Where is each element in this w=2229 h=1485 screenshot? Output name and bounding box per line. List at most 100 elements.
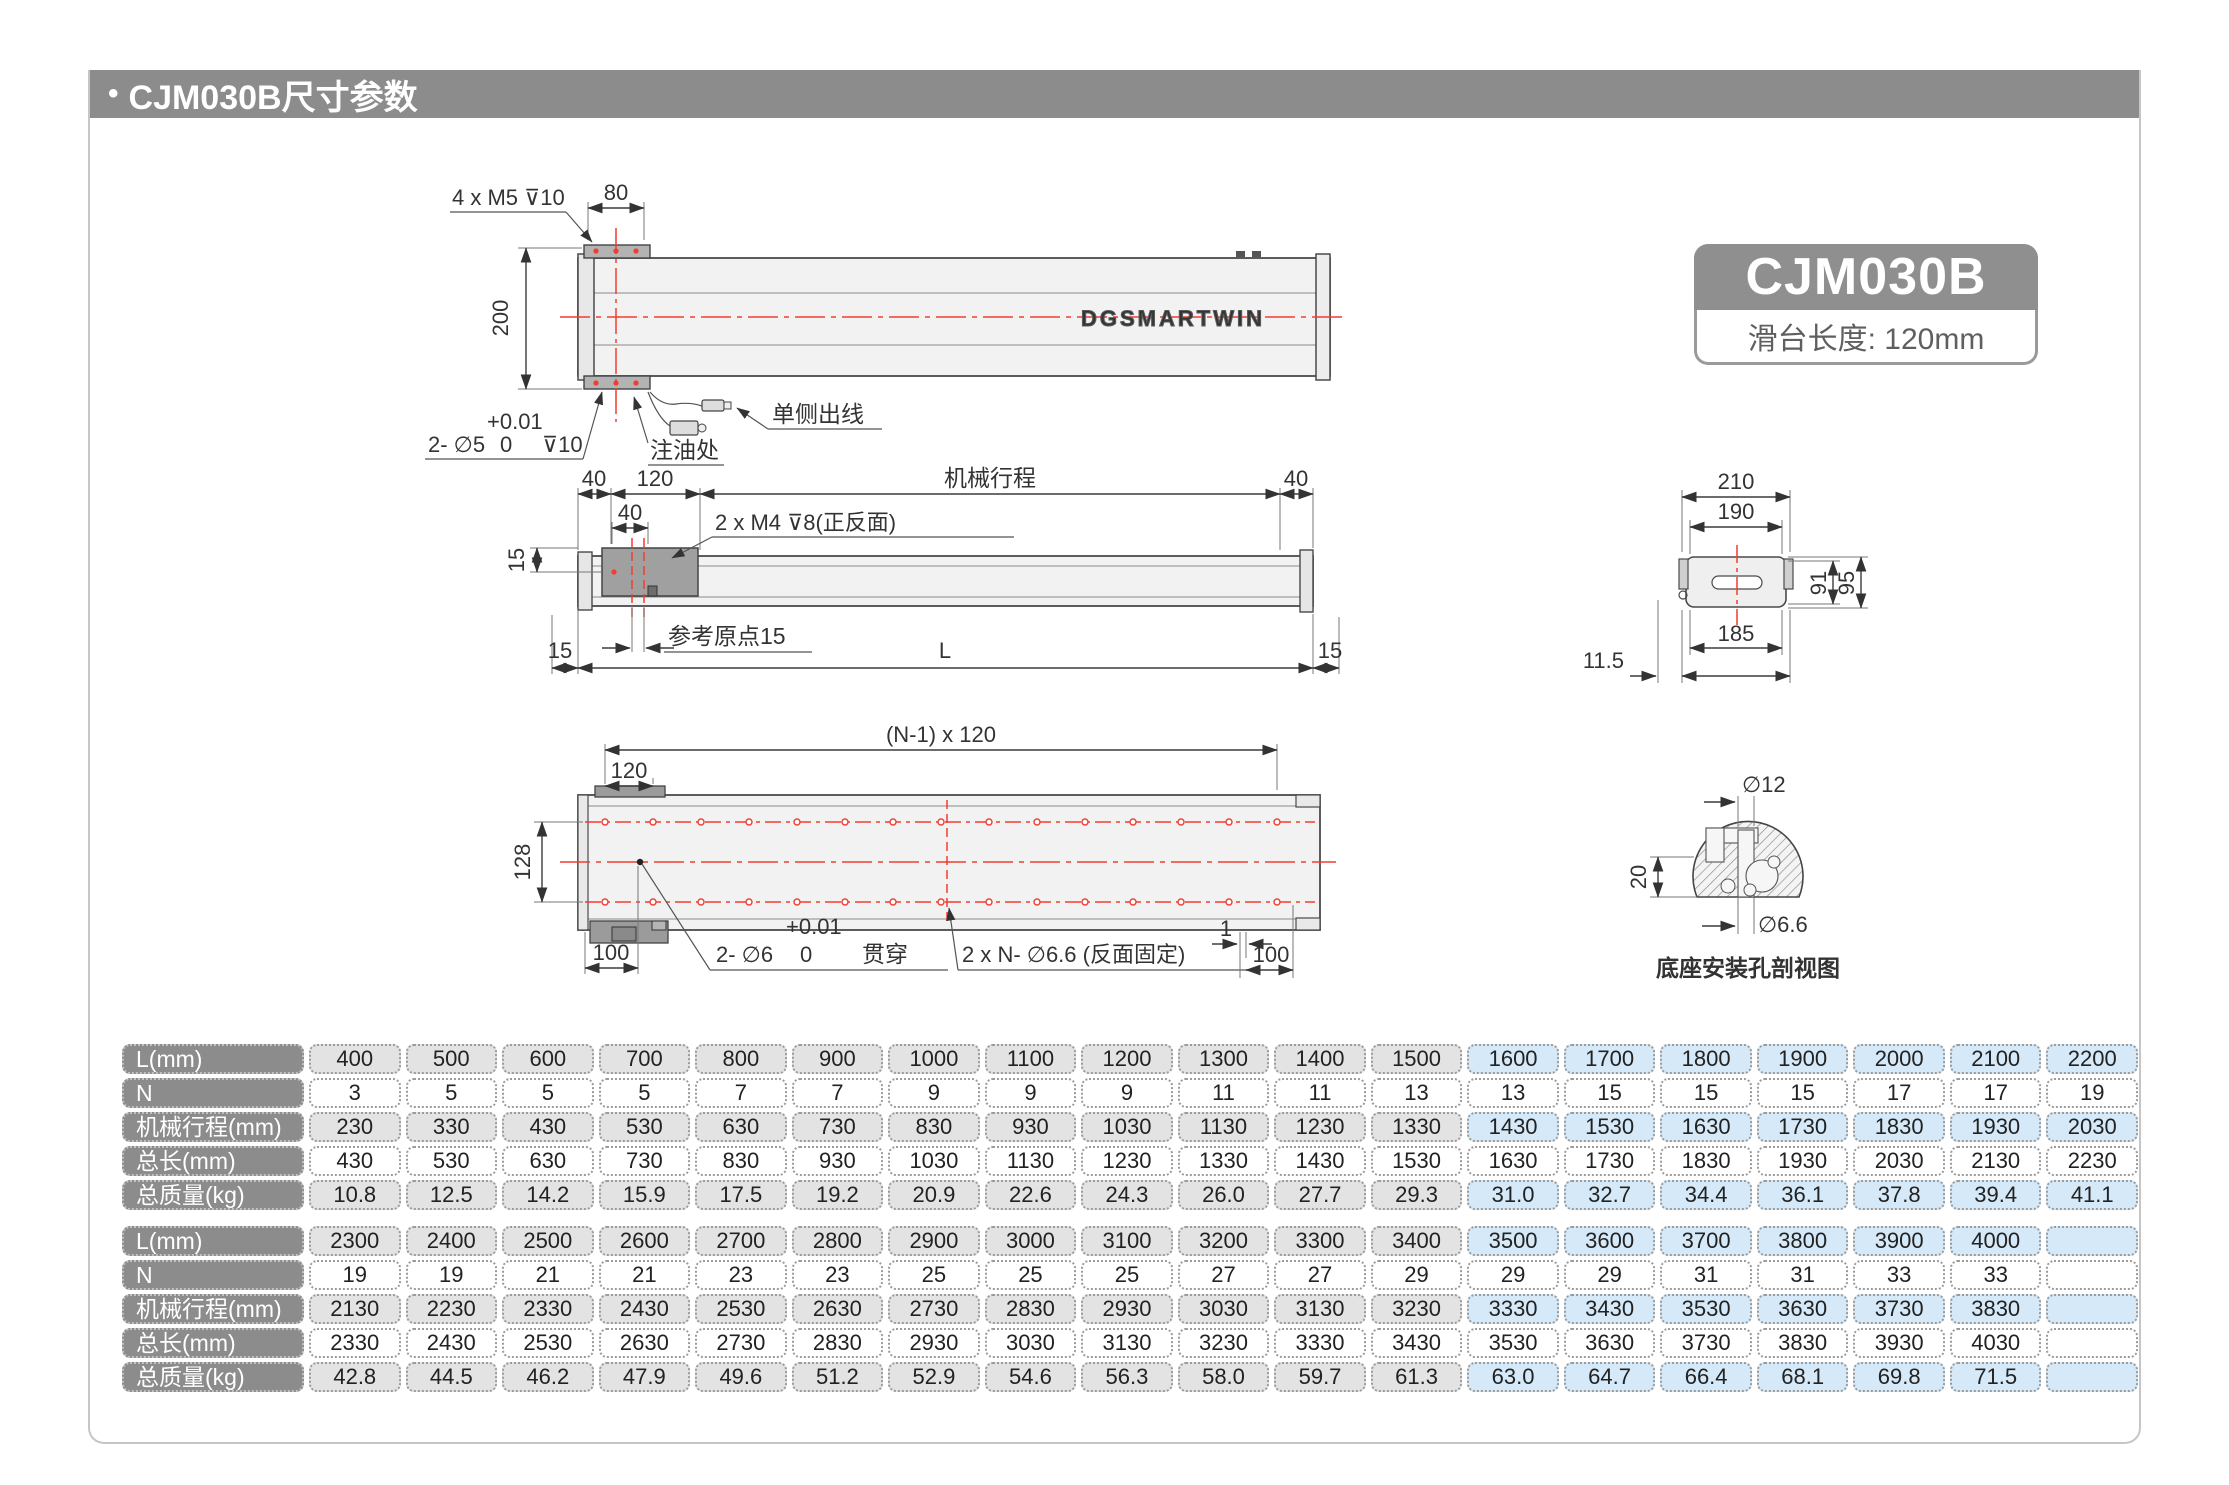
table-cell: 3600: [1563, 1226, 1656, 1256]
table-cell: 51.2: [791, 1362, 884, 1392]
table-cell: 25: [888, 1260, 980, 1290]
table-cell: [2046, 1226, 2138, 1256]
table-cell: 2600: [598, 1226, 691, 1256]
dim-L: L: [939, 638, 951, 663]
stroke-label: 机械行程: [944, 465, 1036, 491]
dim-phi12: ∅12: [1742, 772, 1786, 797]
dim-200: 200: [488, 300, 513, 337]
table-cell: 3630: [1756, 1294, 1849, 1324]
row-header: 总长(mm): [122, 1328, 304, 1358]
table-cell: 1230: [1274, 1112, 1366, 1142]
table-cell: 5: [502, 1078, 594, 1108]
table-cell: 1600: [1467, 1044, 1559, 1074]
table-cell: 2530: [502, 1328, 594, 1358]
table-cell: 3430: [1370, 1328, 1463, 1358]
table-cell: 3330: [1467, 1294, 1559, 1324]
table-cell: 900: [791, 1044, 884, 1074]
table-cell: 11: [1177, 1078, 1270, 1108]
slider-length-label: 滑台长度: 120mm: [1694, 310, 2038, 365]
table-cell: 1330: [1370, 1112, 1463, 1142]
table-cell: 2630: [598, 1328, 691, 1358]
table-cell: 2100: [1949, 1044, 2042, 1074]
table-cell: 3730: [1853, 1294, 1945, 1324]
table-cell: 2800: [791, 1226, 884, 1256]
table-cell: 7: [791, 1078, 884, 1108]
table-cell: 1830: [1853, 1112, 1945, 1142]
fix-holes-note: 2 x N- ∅6.6 (反面固定): [962, 942, 1185, 967]
tolerance-note: +0.01: [487, 409, 543, 434]
bottom-view-drawing: (N-1) x 120 120 128 100 2- ∅6 0 +0.01 贯穿…: [510, 722, 1336, 978]
table-cell: 600: [502, 1044, 594, 1074]
page-title: CJM030B尺寸参数: [128, 78, 418, 117]
table-cell: 1630: [1660, 1112, 1752, 1142]
table-cell: 1000: [888, 1044, 980, 1074]
table-cell: 17.5: [695, 1180, 787, 1210]
detail-caption: 底座安装孔剖视图: [1656, 955, 1840, 981]
table-cell: [2046, 1362, 2138, 1392]
table-cell: 700: [598, 1044, 691, 1074]
table-cell: 2700: [695, 1226, 787, 1256]
table-cell: 3200: [1177, 1226, 1270, 1256]
table-cell: 1730: [1756, 1112, 1849, 1142]
row-header: N: [122, 1260, 304, 1290]
dim-210-top: 210: [1718, 469, 1755, 494]
table-cell: 24.3: [1081, 1180, 1173, 1210]
table-cell: 25: [984, 1260, 1077, 1290]
dim-100-left: 100: [593, 940, 630, 965]
table-cell: 7: [695, 1078, 787, 1108]
table-cell: 2030: [2046, 1112, 2138, 1142]
table-cell: 1400: [1274, 1044, 1366, 1074]
table-cell: 800: [695, 1044, 787, 1074]
table-cell: 2430: [405, 1328, 498, 1358]
table-cell: 5: [598, 1078, 691, 1108]
table-cell: 5: [405, 1078, 498, 1108]
table-cell: 3630: [1563, 1328, 1656, 1358]
table-cell: 1630: [1467, 1146, 1559, 1176]
table-cell: 1430: [1467, 1112, 1559, 1142]
table-cell: 400: [309, 1044, 401, 1074]
table-cell: 3830: [1949, 1294, 2042, 1324]
table-cell: 830: [695, 1146, 787, 1176]
row-header: 总长(mm): [122, 1146, 304, 1176]
table-cell: 230: [309, 1112, 401, 1142]
table-cell: 1300: [1177, 1044, 1270, 1074]
table-cell: 1100: [984, 1044, 1077, 1074]
row-header: L(mm): [122, 1044, 304, 1074]
table-cell: 1200: [1081, 1044, 1173, 1074]
table-cell: 59.7: [1274, 1362, 1366, 1392]
table-cell: [2046, 1328, 2138, 1358]
table-cell: 3900: [1853, 1226, 1945, 1256]
table-cell: 2300: [309, 1226, 401, 1256]
table-cell: 34.4: [1660, 1180, 1752, 1210]
cable-exit-label: 单侧出线: [772, 401, 864, 427]
table-cell: 3330: [1274, 1328, 1366, 1358]
table-cell: 530: [598, 1112, 691, 1142]
table-cell: 54.6: [984, 1362, 1077, 1392]
table-cell: [2046, 1260, 2138, 1290]
table-cell: 46.2: [502, 1362, 594, 1392]
table-cell: 1800: [1660, 1044, 1752, 1074]
table-cell: 63.0: [1467, 1362, 1559, 1392]
dim-128: 128: [510, 844, 535, 881]
table-cell: 3230: [1177, 1328, 1270, 1358]
table-cell: 2500: [502, 1226, 594, 1256]
table-cell: 3500: [1467, 1226, 1559, 1256]
table-cell: 1900: [1756, 1044, 1849, 1074]
table-cell: 430: [502, 1112, 594, 1142]
dim-100-right: 100: [1253, 942, 1290, 967]
table-cell: 10.8: [309, 1180, 401, 1210]
table-cell: 2200: [2046, 1044, 2138, 1074]
table-cell: 12.5: [405, 1180, 498, 1210]
table-cell: 49.6: [695, 1362, 787, 1392]
table-cell: 25: [1081, 1260, 1173, 1290]
dim-15-right: 15: [1318, 638, 1342, 663]
dim-185: 185: [1718, 621, 1755, 646]
reference-origin-label: 参考原点15: [668, 623, 786, 649]
table-cell: 21: [598, 1260, 691, 1290]
table-cell: 930: [791, 1146, 884, 1176]
table-cell: 31: [1660, 1260, 1752, 1290]
dim-15-left: 15: [548, 638, 572, 663]
table-cell: 17: [1949, 1078, 2042, 1108]
table-cell: 58.0: [1177, 1362, 1270, 1392]
